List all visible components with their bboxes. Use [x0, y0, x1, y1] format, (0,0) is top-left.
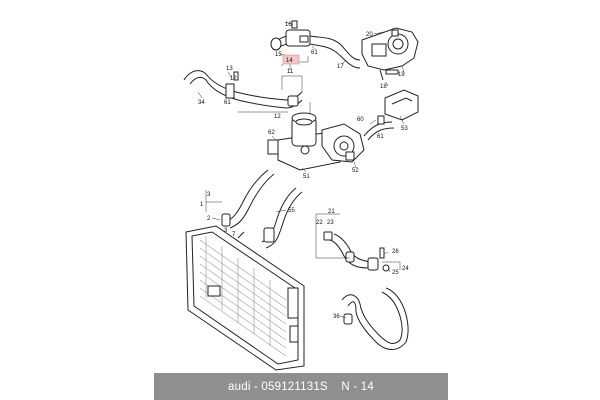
callout-labels: 16 15 61 17 20 19 18 11 13 12 34 61 60 6… [198, 22, 409, 320]
left-coolant-hose [183, 70, 303, 109]
highlighted-part-box [282, 54, 300, 65]
callout-label: 22 [316, 220, 323, 226]
highlighted-callout-label: 14 [286, 58, 293, 64]
callout-label: 7 [232, 232, 236, 238]
callout-label: 25 [392, 270, 399, 276]
pump-hose [363, 115, 395, 141]
callout-label: 24 [402, 266, 409, 272]
coolant-pump [321, 123, 365, 163]
lower-long-hose [341, 287, 409, 350]
callout-label: 61 [311, 50, 318, 56]
callout-label: 51 [303, 174, 310, 180]
part-caption-bar: audi - 059121131S N - 14 [154, 373, 448, 400]
expansion-hose [323, 231, 390, 272]
callout-label: 34 [198, 100, 205, 106]
electric-pump-unit [384, 89, 419, 121]
callout-label: 61 [224, 100, 231, 106]
callout-label: 26 [392, 249, 399, 255]
callout-label: 62 [268, 130, 275, 136]
radiator [185, 225, 305, 371]
caption-gap [328, 381, 342, 393]
callout-label: 3 [224, 228, 228, 234]
page-reference: N - 14 [341, 380, 374, 393]
callout-label: 2 [207, 216, 211, 222]
callout-label: 53 [401, 126, 408, 132]
thermostat-housing [361, 27, 419, 81]
callout-label: 52 [352, 168, 359, 174]
brand-name: audi [228, 380, 251, 393]
callout-label: 11 [287, 69, 294, 75]
callout-label: 15 [275, 52, 282, 58]
caption-separator: - [250, 380, 262, 393]
callout-label: 23 [327, 220, 334, 226]
callout-label: 19 [398, 72, 405, 78]
callout-label: 16 [285, 22, 292, 28]
upper-coolant-hose [270, 20, 361, 69]
part-number: 059121131S [261, 380, 328, 393]
callout-label: 36 [333, 314, 340, 320]
callout-label: 12 [274, 114, 281, 120]
radiator-hoses [221, 169, 303, 249]
callout-label: 1 [200, 202, 204, 208]
callout-label: 12 [230, 76, 237, 82]
callout-label: 20 [366, 32, 373, 38]
callout-label: 21 [328, 209, 335, 215]
callout-label: 55 [288, 208, 295, 214]
callout-label: 17 [337, 64, 344, 70]
callout-label: 3 [207, 192, 211, 198]
callout-label: 61 [377, 134, 384, 140]
callout-label: 13 [226, 66, 233, 72]
callout-label: 18 [380, 84, 387, 90]
callout-label: 60 [357, 117, 364, 123]
